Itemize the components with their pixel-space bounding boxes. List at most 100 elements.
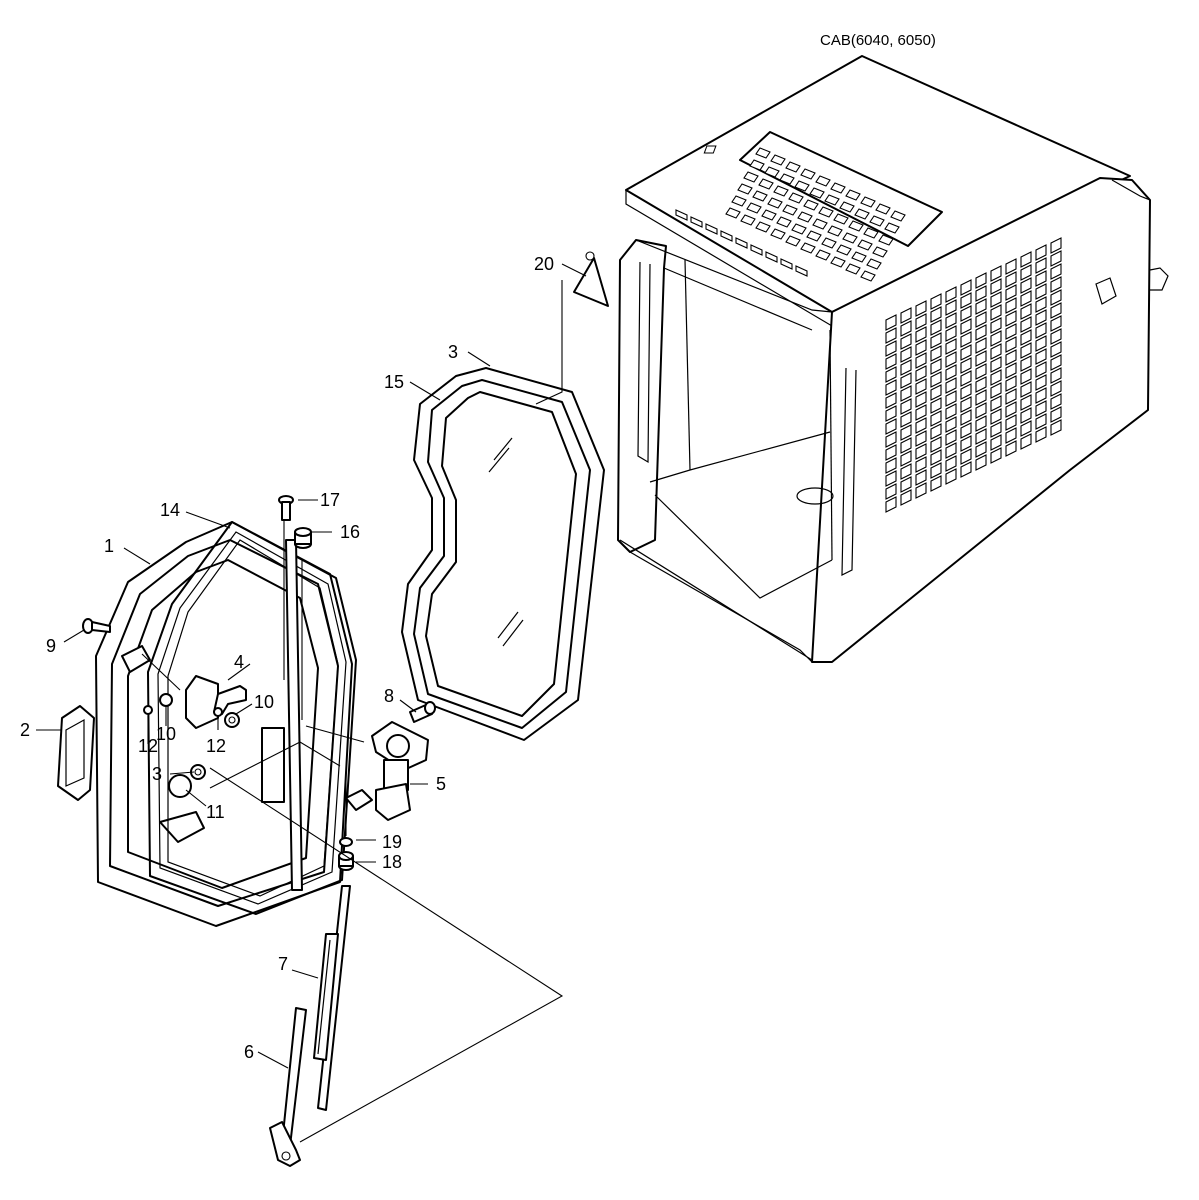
grille-hole — [930, 345, 942, 362]
grille-hole — [930, 332, 942, 349]
roof-grille-grid — [725, 147, 906, 282]
grille-hole — [1050, 393, 1062, 410]
grille-hole — [845, 263, 861, 275]
grille-hole — [785, 235, 801, 247]
grille-hole — [885, 496, 897, 513]
grille-hole — [975, 363, 987, 380]
grille-hole — [885, 340, 897, 357]
grille-hole — [1020, 355, 1032, 372]
grille-hole — [845, 189, 861, 201]
grille-hole — [975, 311, 987, 328]
grille-hole — [1050, 419, 1062, 436]
part-18-nut — [338, 851, 354, 871]
grille-hole — [945, 429, 957, 446]
grille-hole — [848, 220, 864, 232]
grille-hole — [1035, 348, 1047, 365]
grille-hole — [990, 304, 1002, 321]
grille-hole — [900, 476, 912, 493]
callout-3-window: 3 — [448, 342, 458, 362]
grille-hole — [1005, 284, 1017, 301]
grille-hole — [875, 203, 891, 215]
grille-hole — [770, 154, 786, 166]
grille-hole — [915, 469, 927, 486]
grille-hole — [857, 239, 873, 251]
grille-hole — [1050, 406, 1062, 423]
grille-hole — [975, 402, 987, 419]
grille-hole — [755, 221, 771, 233]
grille-hole — [915, 482, 927, 499]
grille-hole — [800, 168, 816, 180]
grille-hole — [830, 256, 846, 268]
grille-hole — [960, 409, 972, 426]
grille-hole — [1005, 414, 1017, 431]
front-slot — [795, 265, 808, 277]
callout-14: 14 — [160, 500, 180, 520]
front-slot — [765, 251, 778, 263]
grille-hole — [785, 161, 801, 173]
grille-hole — [752, 190, 768, 202]
grille-hole — [1050, 354, 1062, 371]
grille-hole — [1050, 315, 1062, 332]
grille-hole — [930, 358, 942, 375]
grille-hole — [1020, 420, 1032, 437]
window-glass — [425, 391, 577, 717]
grille-hole — [1020, 368, 1032, 385]
grille-hole — [854, 208, 870, 220]
grille-hole — [1005, 271, 1017, 288]
grille-hole — [1050, 302, 1062, 319]
grille-hole — [1020, 381, 1032, 398]
part-12-washer-a — [213, 707, 223, 717]
grille-hole — [915, 326, 927, 343]
grille-hole — [809, 187, 825, 199]
grille-hole — [791, 223, 807, 235]
grille-hole — [885, 470, 897, 487]
part-4-latch — [121, 645, 247, 729]
grille-hole — [945, 468, 957, 485]
grille-hole — [1020, 303, 1032, 320]
grille-hole — [885, 483, 897, 500]
grille-hole — [975, 389, 987, 406]
grille-hole — [945, 455, 957, 472]
grille-hole — [990, 291, 1002, 308]
grille-hole — [900, 372, 912, 389]
grille-hole — [1050, 289, 1062, 306]
grille-hole — [737, 183, 753, 195]
grille-hole — [900, 385, 912, 402]
grille-hole — [833, 213, 849, 225]
callout-2: 2 — [20, 720, 30, 740]
grille-hole — [930, 436, 942, 453]
grille-hole — [975, 285, 987, 302]
grille-hole — [975, 324, 987, 341]
grille-hole — [1050, 380, 1062, 397]
grille-hole — [1005, 336, 1017, 353]
callout-8: 8 — [384, 686, 394, 706]
callout-20: 20 — [534, 254, 554, 274]
grille-hole — [885, 392, 897, 409]
grille-hole — [975, 298, 987, 315]
grille-hole — [975, 454, 987, 471]
grille-hole — [1020, 329, 1032, 346]
grille-hole — [836, 244, 852, 256]
grille-hole — [975, 428, 987, 445]
grille-hole — [1020, 342, 1032, 359]
part-12-washer-b — [143, 705, 153, 715]
part-9-bolt — [82, 618, 111, 634]
grille-hole — [945, 325, 957, 342]
grille-hole — [1035, 335, 1047, 352]
grille-hole — [900, 346, 912, 363]
callout-6: 6 — [244, 1042, 254, 1062]
grille-hole — [915, 430, 927, 447]
grille-hole — [945, 312, 957, 329]
grille-hole — [930, 462, 942, 479]
grille-hole — [885, 405, 897, 422]
front-slot — [675, 209, 688, 221]
grille-hole — [788, 192, 804, 204]
grille-hole — [1020, 290, 1032, 307]
seal-outer — [147, 521, 357, 915]
leader-lines — [36, 263, 587, 1143]
grille-hole — [945, 390, 957, 407]
grille-hole — [1005, 258, 1017, 275]
callout-3-washer: 3 — [152, 764, 162, 784]
grille-hole — [990, 434, 1002, 451]
grille-hole — [885, 314, 897, 331]
